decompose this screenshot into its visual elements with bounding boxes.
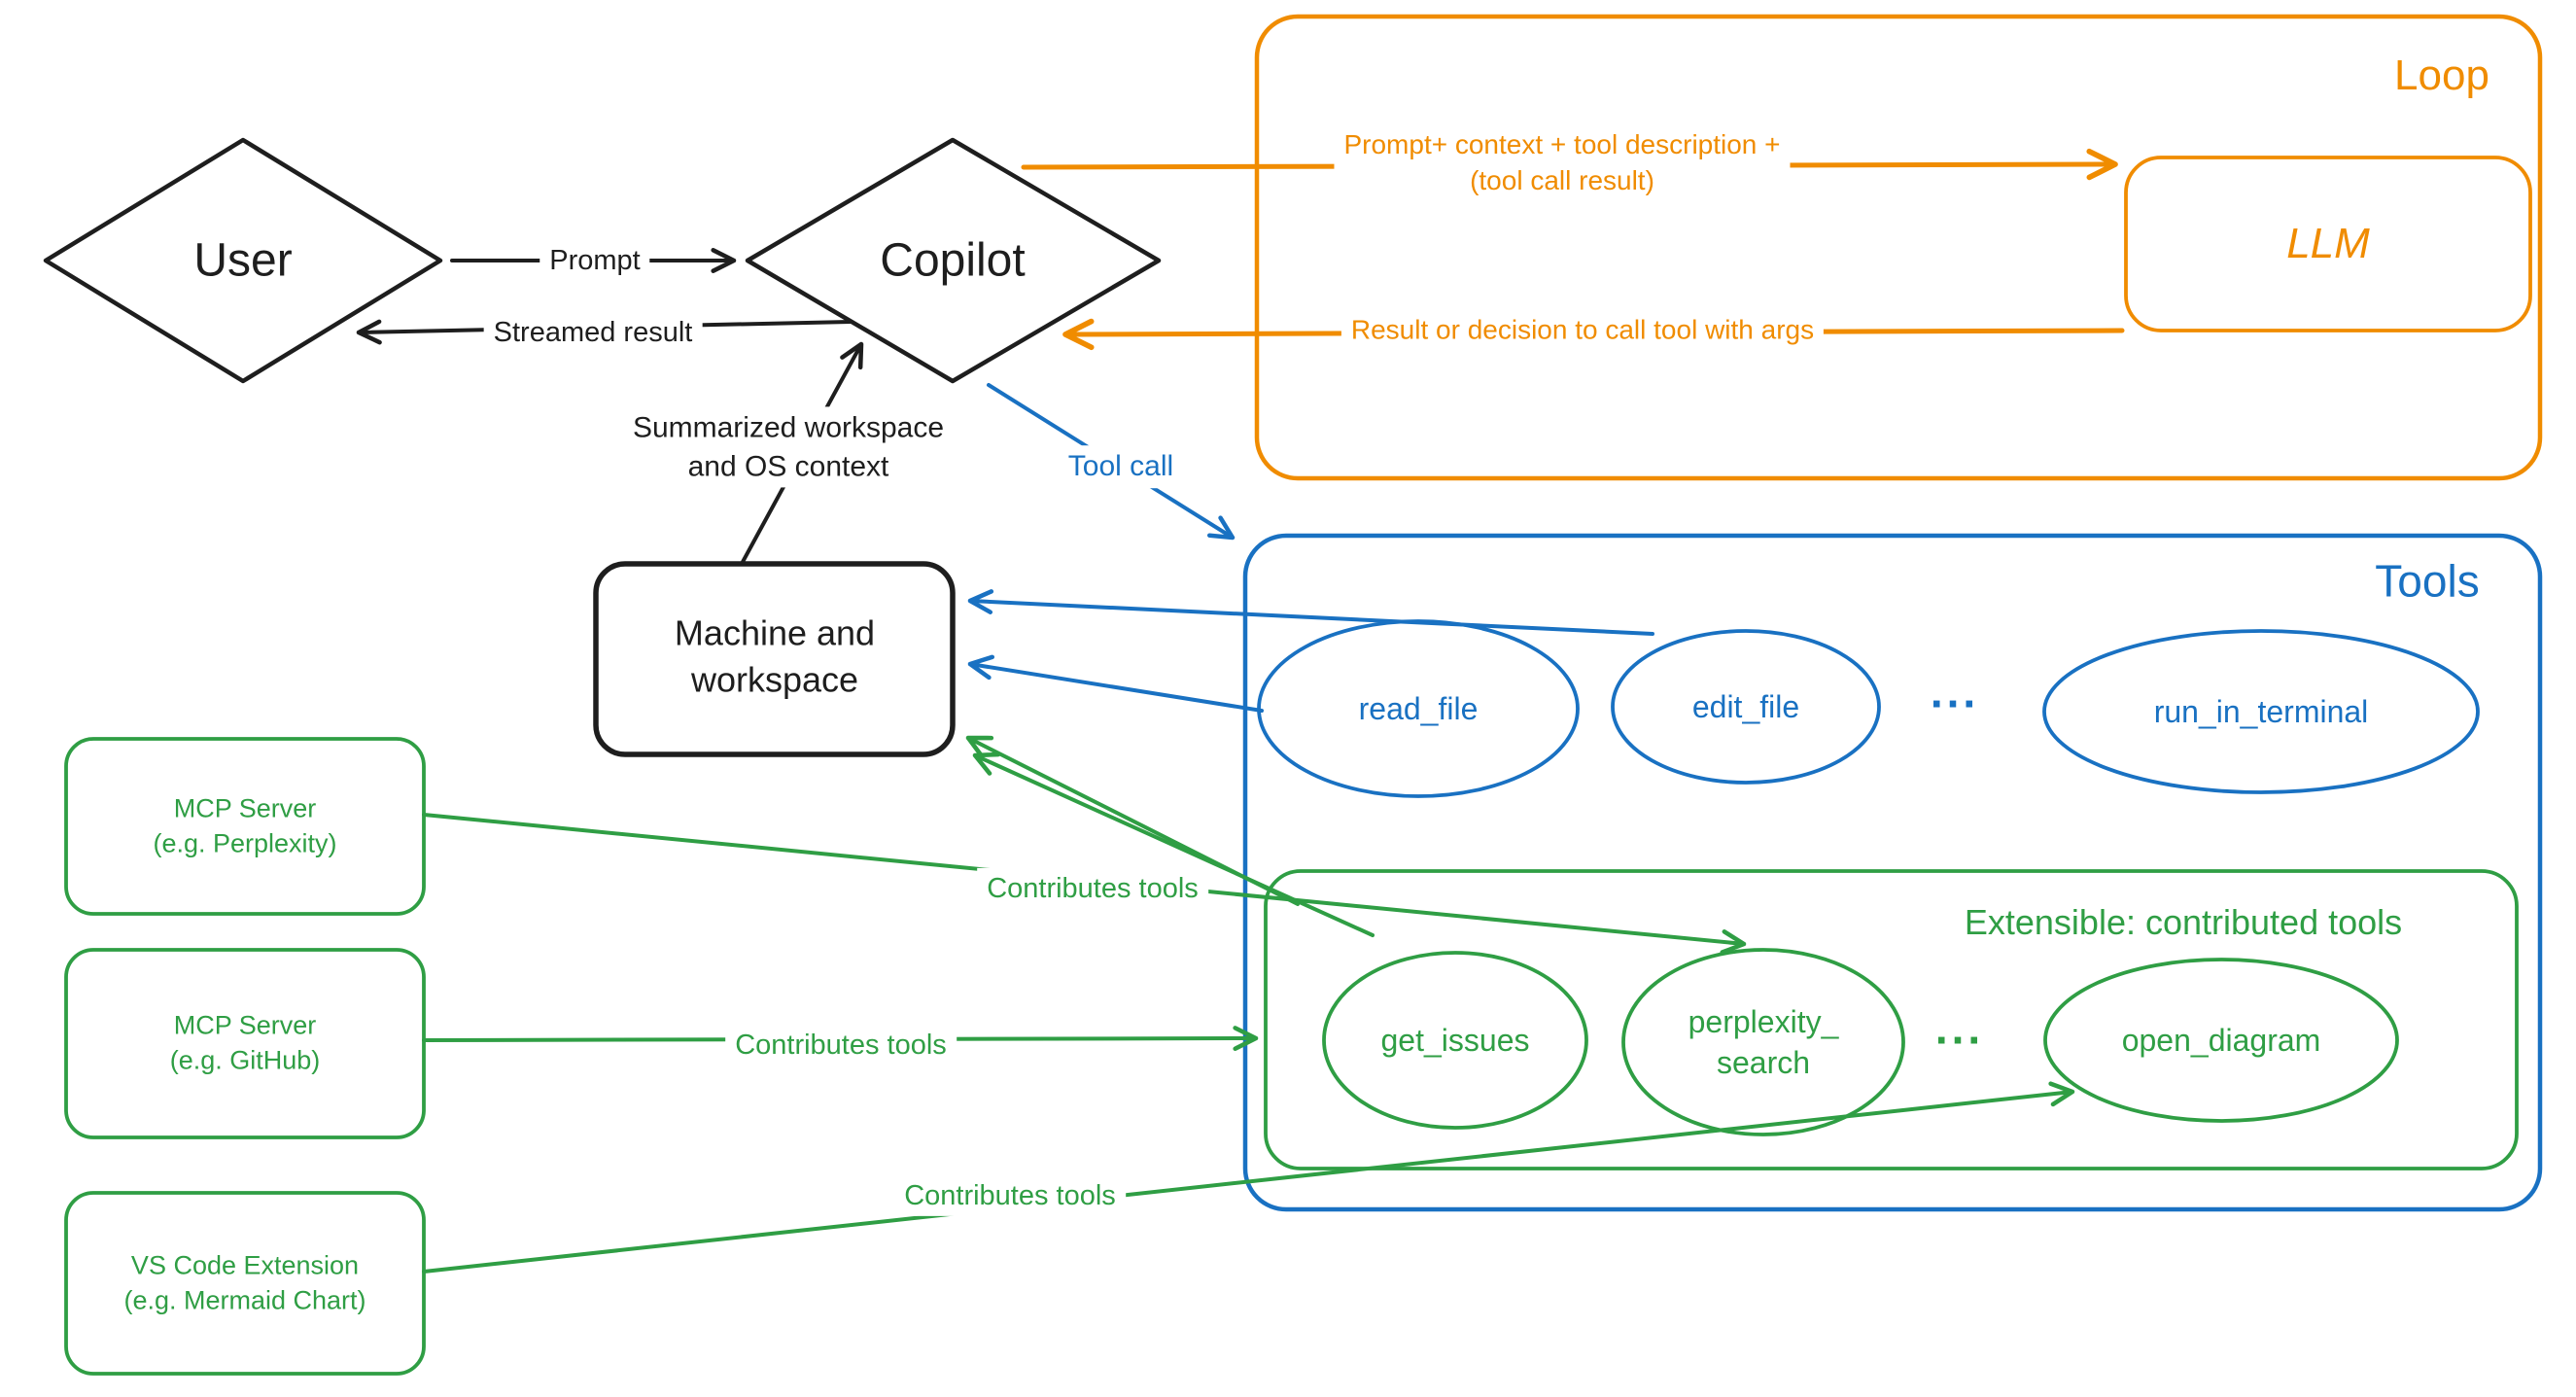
llm-box [2124,156,2532,332]
perplexity-search-label: perplexity_ search [1688,1001,1839,1083]
mcp-github-line1: MCP Server [173,1010,317,1040]
mcp-github-label: MCP Server (e.g. GitHub) [170,1008,321,1077]
contributes-tools-label-3: Contributes tools [894,1174,1126,1217]
read-file-label: read_file [1358,690,1479,726]
streamed-result-edge-label: Streamed result [483,311,703,354]
perplexity-search-line2: search [1716,1045,1811,1080]
prompt-context-line2: (tool call result) [1470,165,1654,195]
tools-group-label: Tools [2375,555,2480,607]
edit-file-label: edit_file [1691,688,1800,724]
tools-to-machine-arrow-2 [967,654,1264,713]
open-diagram-label: open_diagram [2121,1022,2321,1058]
contributes-tools-label-2: Contributes tools [725,1024,957,1066]
mcp-github-box [64,948,426,1139]
prompt-context-line1: Prompt+ context + tool description + [1343,129,1781,160]
summarized-context-line2: and OS context [687,450,889,482]
vscode-extension-label: VS Code Extension (e.g. Mermaid Chart) [123,1248,366,1317]
user-label: User [193,234,293,287]
prompt-edge-label: Prompt [540,239,650,282]
open-diagram-ellipse [2043,958,2399,1123]
prompt-context-edge-label: Prompt+ context + tool description + (to… [1334,125,1791,201]
mcp-perplexity-box [64,737,426,916]
vscode-extension-line2: (e.g. Mermaid Chart) [123,1285,366,1314]
mcp-perplexity-line1: MCP Server [173,793,317,823]
vscode-extension-line1: VS Code Extension [130,1250,360,1280]
tools-to-machine-arrow-1 [967,589,1654,636]
llm-label: LLM [2286,219,2370,267]
run-in-terminal-ellipse [2042,629,2480,794]
vscode-extension-box [64,1191,426,1376]
edit-file-ellipse [1611,629,1881,785]
extensible-group-label: Extensible: contributed tools [1964,902,2403,943]
get-issues-label: get_issues [1380,1022,1530,1058]
get-issues-ellipse [1322,951,1588,1130]
llm-result-edge-label: Result or decision to call tool with arg… [1340,310,1825,351]
copilot-label: Copilot [880,234,1026,287]
machine-workspace-box [593,561,956,757]
summarized-context-line1: Summarized workspace [632,411,945,444]
run-in-terminal-label: run_in_terminal [2153,693,2369,729]
perplexity-search-ellipse [1621,948,1905,1136]
vscode-contributes-arrow [422,1081,2075,1274]
machine-workspace-line2: workspace [690,659,859,699]
perplexity-search-line1: perplexity_ [1688,1003,1839,1039]
machine-workspace-line1: Machine and [674,612,876,653]
loop-group-label: Loop [2394,51,2489,99]
mcp-github-line2: (e.g. GitHub) [169,1045,321,1074]
contributes-tools-label-1: Contributes tools [977,867,1208,910]
mcp-perplexity-line2: (e.g. Perplexity) [153,828,337,857]
tool-call-edge-label: Tool call [1058,445,1184,488]
contributed-to-machine-arrow-2 [972,751,1375,937]
mcp-perplexity-label: MCP Server (e.g. Perplexity) [153,791,336,860]
machine-workspace-label: Machine and workspace [675,610,875,702]
builtin-tools-ellipsis: ... [1930,666,1980,717]
summarized-context-label: Summarized workspace and OS context [622,406,955,488]
contributed-tools-ellipsis: ... [1934,1002,1985,1054]
user-diamond [43,137,443,384]
